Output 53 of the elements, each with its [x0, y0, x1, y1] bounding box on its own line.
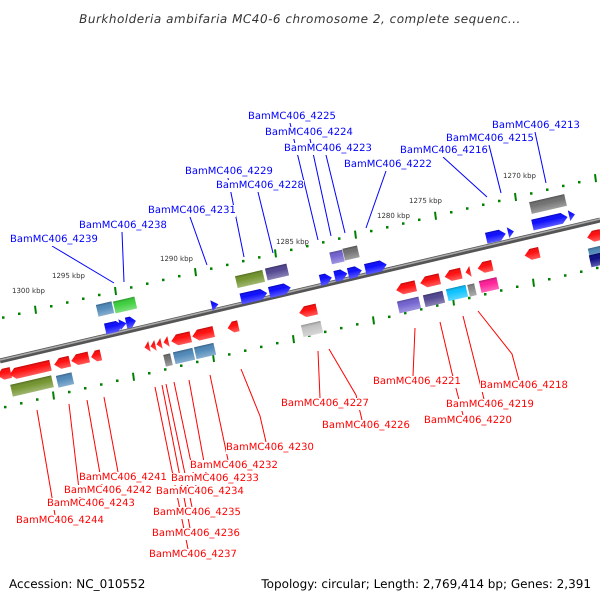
- leader-line: [188, 380, 206, 474]
- gene-label: BamMC406_4243: [47, 498, 135, 510]
- gene-label: BamMC406_4221: [373, 376, 461, 388]
- leader-line: [366, 170, 386, 228]
- leader-line: [258, 192, 274, 254]
- gene-label: BamMC406_4228: [216, 180, 304, 192]
- leader-line: [488, 144, 502, 194]
- accession-text: Accession: NC_010552: [9, 576, 146, 593]
- leader-line: [462, 316, 484, 400]
- gene-label: BamMC406_4215: [446, 133, 534, 145]
- gene-label: BamMC406_4232: [190, 460, 278, 472]
- leader-line: [68, 404, 80, 498]
- gene-label: BamMC406_4213: [492, 120, 580, 132]
- diagram-title: Burkholderia ambifaria MC40-6 chromosome 2, complete sequenc...: [78, 11, 522, 28]
- gene-label: BamMC406_4241: [79, 472, 167, 484]
- gene-label: BamMC406_4220: [424, 415, 512, 427]
- gene-label: BamMC406_4227: [281, 398, 369, 410]
- leader-line: [36, 410, 56, 516]
- gene-label: BamMC406_4237: [149, 549, 237, 561]
- leader-line: [52, 246, 114, 284]
- leader-line: [478, 310, 520, 380]
- leader-line: [86, 400, 102, 486]
- leader-line: [210, 374, 228, 460]
- leader-line: [326, 154, 346, 234]
- gene-label: BamMC406_4219: [446, 399, 534, 411]
- gene-label: BamMC406_4234: [156, 486, 244, 498]
- gene-label: BamMC406_4238: [79, 220, 167, 232]
- leader-line: [310, 138, 332, 236]
- gene-label: BamMC406_4244: [16, 515, 104, 527]
- gene-label: BamMC406_4218: [480, 380, 568, 392]
- gene-label: BamMC406_4225: [248, 111, 336, 123]
- leader-line: [122, 232, 124, 282]
- gene-label: BamMC406_4223: [284, 143, 372, 155]
- gene-label: BamMC406_4230: [226, 442, 314, 454]
- gene-label: BamMC406_4222: [344, 159, 432, 171]
- topology-text: Topology: circular; Length: 2,769,414 bp; Genes: 2,391: [261, 576, 591, 593]
- leader-line: [534, 132, 546, 184]
- gene-label: BamMC406_4229: [185, 166, 273, 178]
- leader-line: [104, 396, 118, 472]
- leader-line: [190, 216, 208, 266]
- gene-label: BamMC406_4239: [10, 234, 98, 246]
- gene-label: BamMC406_4233: [171, 473, 259, 485]
- gene-label: BamMC406_4235: [153, 507, 241, 519]
- gene-label: BamMC406_4242: [64, 485, 152, 497]
- leader-line: [412, 328, 416, 376]
- gene-label: BamMC406_4224: [265, 127, 353, 139]
- gene-label: BamMC406_4226: [322, 420, 410, 432]
- gene-label: BamMC406_4236: [152, 528, 240, 540]
- leader-line: [240, 368, 266, 442]
- leader-line: [318, 350, 320, 398]
- gene-label: BamMC406_4231: [148, 205, 236, 217]
- gene-label: BamMC406_4216: [400, 145, 488, 157]
- leader-line: [442, 156, 488, 198]
